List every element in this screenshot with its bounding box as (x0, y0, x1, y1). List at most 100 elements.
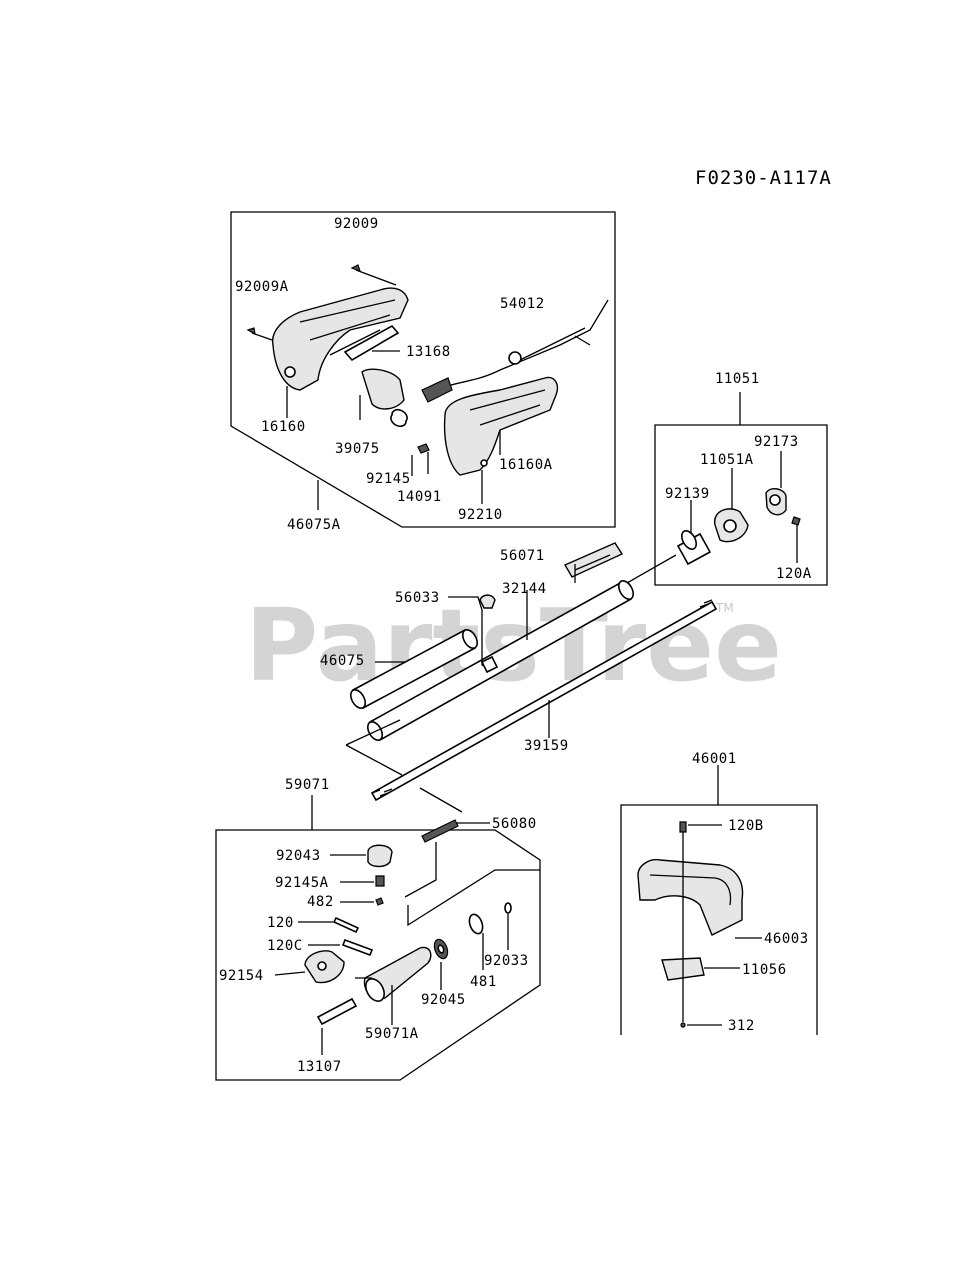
grip-end-46075 (349, 689, 367, 709)
label-56080: 56080 (492, 816, 537, 832)
label-46075: 46075 (320, 653, 365, 669)
axis-line-a (345, 719, 401, 746)
guard-46003 (637, 858, 744, 936)
decal-stripe (574, 554, 611, 571)
spring-92145 (390, 408, 408, 428)
sleeve-end-92139 (680, 530, 698, 550)
clamp-92173-hole (769, 494, 781, 506)
label-13168: 13168 (406, 344, 451, 360)
group-outline-handle (230, 211, 616, 528)
label-92173: 92173 (754, 434, 799, 450)
shaft-13107 (316, 997, 358, 1026)
ring-92033 (504, 902, 512, 914)
label-59071: 59071 (285, 777, 330, 793)
axis-line-b (345, 744, 403, 776)
screw-head-92009 (350, 264, 361, 273)
label-16160: 16160 (261, 419, 306, 435)
label-46001: 46001 (692, 751, 737, 767)
pipe-end2-32144 (617, 580, 635, 600)
throttle-switch (421, 377, 453, 403)
label-14091: 14091 (397, 489, 442, 505)
label-92043: 92043 (276, 848, 321, 864)
screw-head-92009A (246, 327, 256, 336)
spring-92145A (375, 875, 385, 887)
leader-92154 (274, 971, 306, 976)
bolt-120B (679, 821, 687, 833)
throttle-cable-sheath (519, 327, 591, 361)
throttle-cable-54012 (429, 299, 609, 396)
trigger-13168 (343, 324, 400, 362)
band-56033 (479, 594, 496, 609)
clip-14091 (417, 443, 430, 454)
shaft-group (345, 542, 718, 813)
label-120: 120 (267, 915, 294, 931)
label-92009A: 92009A (235, 279, 289, 295)
handle-right-16160A (443, 376, 559, 476)
label-11051: 11051 (715, 371, 760, 387)
handle-left-ribs (299, 299, 396, 356)
handle-right-ribs (469, 389, 546, 426)
handle-left-boss (284, 366, 296, 378)
bracket-hole (317, 961, 327, 971)
label-482: 482 (307, 894, 334, 910)
axis-line-c (419, 787, 463, 813)
bearing-bore (437, 944, 445, 954)
housing-bore (365, 978, 385, 1002)
axis-coupler (626, 554, 677, 584)
label-32144: 32144 (502, 581, 547, 597)
label-13107: 13107 (297, 1059, 342, 1075)
label-481: 481 (470, 974, 497, 990)
bolt-120 (332, 916, 360, 934)
coupler-group (626, 392, 828, 586)
leader-56080-down (404, 842, 437, 898)
label-312: 312 (728, 1018, 755, 1034)
diagram-code: F0230-A117A (695, 167, 832, 189)
screw-92009 (355, 269, 397, 286)
bolt-120C (341, 938, 374, 957)
label-120B: 120B (728, 818, 764, 834)
label-92009: 92009 (334, 216, 379, 232)
group-outline-coupler (654, 424, 828, 586)
label-56033: 56033 (395, 590, 440, 606)
decal-56080 (421, 819, 459, 843)
label-11056: 11056 (742, 962, 787, 978)
label-16160A: 16160A (499, 457, 553, 473)
label-92045: 92045 (421, 992, 466, 1008)
screw-312 (680, 1022, 686, 1028)
housing-group (215, 795, 541, 1081)
label-92210: 92210 (458, 507, 503, 523)
watermark-trademark: TM (715, 601, 734, 615)
label-54012: 54012 (500, 296, 545, 312)
label-120C: 120C (267, 938, 303, 954)
label-120A: 120A (776, 566, 812, 582)
band-56033-lower (480, 655, 499, 674)
grip-end2-46075 (461, 629, 479, 649)
cable-adjuster (508, 351, 522, 365)
label-59071A: 59071A (365, 1026, 419, 1042)
guard-group (620, 765, 818, 1035)
label-92154: 92154 (219, 968, 264, 984)
label-39075: 39075 (335, 441, 380, 457)
nut-92210 (480, 459, 488, 467)
label-46075A: 46075A (287, 517, 341, 533)
shaft-39159 (370, 600, 718, 802)
label-92145: 92145 (366, 471, 411, 487)
group-outline-housing (215, 829, 541, 1081)
label-56071: 56071 (500, 548, 545, 564)
label-92033: 92033 (484, 953, 529, 969)
shaft-splines (371, 599, 713, 797)
knob-92043 (367, 844, 393, 868)
decal-56071 (564, 542, 624, 578)
label-11051A: 11051A (700, 452, 754, 468)
clamp-hole (723, 519, 737, 533)
label-46003: 46003 (764, 931, 809, 947)
group-outline-guard (620, 804, 818, 1035)
pin-482 (375, 897, 384, 906)
guard-46003-edge (649, 874, 732, 906)
label-39159: 39159 (524, 738, 569, 754)
lever-39075 (361, 368, 405, 410)
bolt-120A (791, 516, 801, 526)
group-inner-lines (407, 869, 540, 927)
